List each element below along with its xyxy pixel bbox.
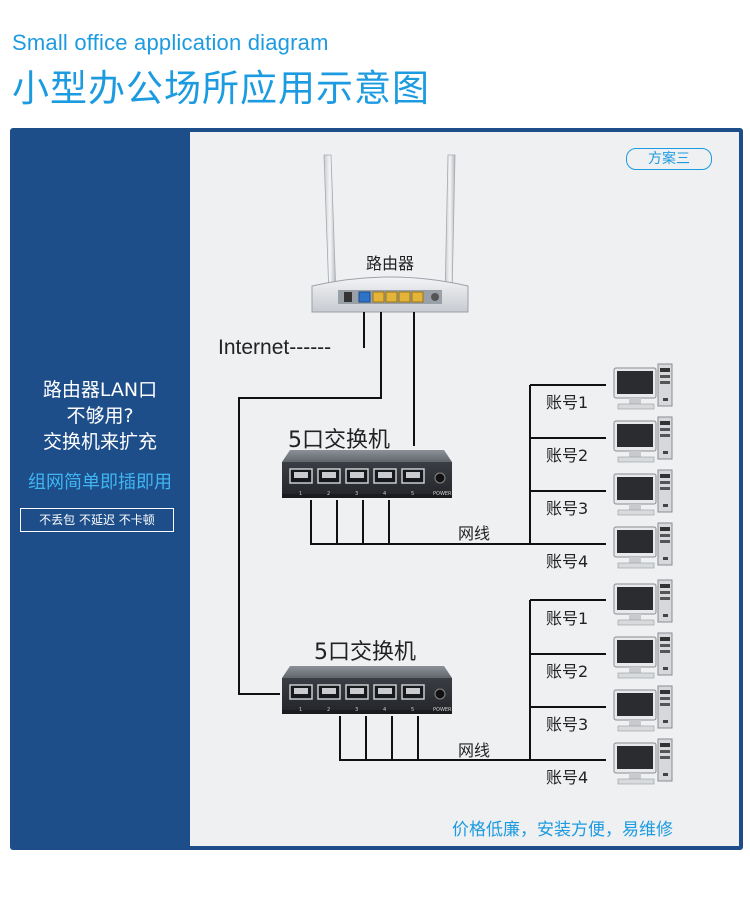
switch-2-port-label: 2 xyxy=(327,707,330,713)
account-label: 账号2 xyxy=(546,446,589,465)
router-antenna-right xyxy=(444,154,456,297)
computer-icon xyxy=(613,579,673,626)
switch-1-port-label: 3 xyxy=(355,491,358,497)
diagram-title: 小型办公场所应用示意图 xyxy=(12,67,430,110)
account-label: 账号1 xyxy=(546,393,589,412)
internet-label: Internet------ xyxy=(218,336,332,359)
switch-2-port-label: 3 xyxy=(355,707,358,713)
sidebar-question-line-2: 不够用? xyxy=(66,405,134,427)
sidebar-question-line-1: 路由器LAN口 xyxy=(42,379,158,401)
computer-icon xyxy=(613,632,673,679)
account-label: 账号2 xyxy=(546,662,589,681)
cable-to-switch-2 xyxy=(238,312,382,695)
sidebar-features-box: 不丢包 不延迟 不卡顿 xyxy=(20,508,174,532)
switch-2-port-label: 4 xyxy=(383,707,386,713)
scheme-badge: 方案三 xyxy=(626,148,712,170)
router-label: 路由器 xyxy=(366,254,415,273)
switch-1-port-label: 5 xyxy=(411,491,414,497)
switch-1-port-label: 1 xyxy=(299,491,302,497)
computer-icon xyxy=(613,469,673,516)
switch-1-label: 5口交换机 xyxy=(288,428,390,453)
computer-icon xyxy=(613,363,673,410)
sidebar-question-line-3: 交换机来扩充 xyxy=(42,431,157,453)
footer-slogan: 价格低廉，安装方便，易维修 xyxy=(452,820,673,840)
router-antenna-left xyxy=(323,154,337,297)
computer-icon xyxy=(613,416,673,463)
switch-1-cables xyxy=(310,384,606,545)
switch-2-port-label: 5 xyxy=(411,707,414,713)
computer-icon xyxy=(613,522,673,569)
switch-1-port-label: 2 xyxy=(327,491,330,497)
switch-2-power-label: POWER xyxy=(433,707,452,713)
account-label: 账号4 xyxy=(546,552,589,571)
router-cables xyxy=(238,312,415,695)
diagram-subtitle-en: Small office application diagram xyxy=(12,30,329,55)
switch-2-port-label: 1 xyxy=(299,707,302,713)
account-label: 账号3 xyxy=(546,499,589,518)
computer-icon xyxy=(613,685,673,732)
account-label: 账号3 xyxy=(546,715,589,734)
account-label: 账号1 xyxy=(546,609,589,628)
switch-1-power-label: POWER xyxy=(433,491,452,497)
switch-2-label: 5口交换机 xyxy=(314,640,416,665)
sidebar-highlight: 组网简单即插即用 xyxy=(28,472,172,493)
computer-icon xyxy=(613,738,673,785)
switch-2-cable-label: 网线 xyxy=(458,741,491,760)
switch-1-port-label: 4 xyxy=(383,491,386,497)
switch-1-cable-label: 网线 xyxy=(458,524,491,543)
account-label: 账号4 xyxy=(546,768,589,787)
switch-2-cables xyxy=(339,599,606,761)
